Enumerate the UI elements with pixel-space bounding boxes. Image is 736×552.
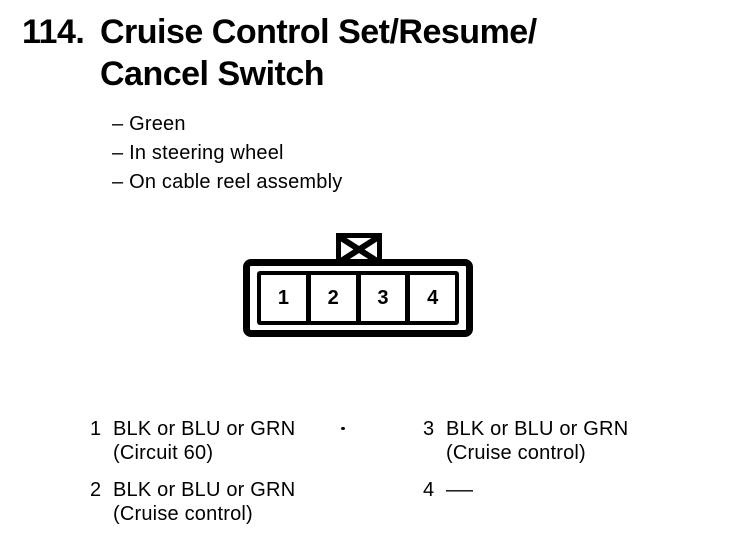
pin-number: 4 (427, 286, 439, 309)
note-color: – Green (112, 113, 186, 135)
legend-pin-number: 4 (423, 479, 435, 501)
pin-number: 1 (277, 286, 289, 309)
pin-cavity-4: 4 (410, 275, 455, 321)
legend-pin-description: BLK or BLU or GRN (Cruise control) (113, 478, 295, 526)
legend-pin-number: 1 (90, 418, 102, 440)
legend-circuit: (Cruise control) (113, 503, 253, 525)
note-mounting: – On cable reel assembly (112, 171, 343, 193)
connector-pin-row: 1 2 3 4 (257, 271, 459, 325)
scan-speck (341, 427, 345, 430)
legend-wire-colors: BLK or BLU or GRN (446, 418, 629, 440)
legend-wire-colors: BLK or BLU or GRN (113, 479, 296, 501)
connector-body: 1 2 3 4 (243, 259, 473, 337)
pin-cavity-1: 1 (261, 275, 306, 321)
pin-cavity-2: 2 (310, 275, 356, 321)
legend-item-pin-1: 1 BLK or BLU or GRN (Circuit 60) (90, 417, 295, 465)
legend-pin-description: BLK or BLU or GRN (Circuit 60) (113, 417, 295, 465)
x-mark-icon (341, 238, 377, 261)
legend-pin-number: 2 (90, 479, 102, 501)
legend-circuit: (Cruise control) (446, 442, 586, 464)
legend-circuit: (Circuit 60) (113, 442, 214, 464)
legend-pin-description: — (446, 478, 473, 502)
pin-number: 2 (327, 286, 339, 309)
legend-item-pin-3: 3 BLK or BLU or GRN (Cruise control) (423, 417, 628, 465)
note-location: – In steering wheel (112, 142, 284, 164)
legend-wire-colors: BLK or BLU or GRN (113, 418, 296, 440)
legend-pin-number: 3 (423, 418, 435, 440)
page-title-line-2: Cancel Switch (100, 55, 325, 93)
pin-legend-left: 1 BLK or BLU or GRN (Circuit 60) 2 BLK o… (90, 417, 295, 539)
page-title-line-1: Cruise Control Set/Resume/ (100, 13, 537, 51)
legend-item-pin-4: 4 — (423, 478, 628, 502)
legend-pin-description: BLK or BLU or GRN (Cruise control) (446, 417, 628, 465)
legend-item-pin-2: 2 BLK or BLU or GRN (Cruise control) (90, 478, 295, 526)
pin-legend-right: 3 BLK or BLU or GRN (Cruise control) 4 — (423, 417, 628, 515)
section-number: 114. (22, 13, 85, 51)
legend-no-connection-dash: — (446, 479, 474, 501)
pin-cavity-3: 3 (360, 275, 406, 321)
page-title: Cruise Control Set/Resume/ Cancel Switch (100, 11, 537, 95)
pin-number: 3 (377, 286, 389, 309)
connector-keying-tab-icon (336, 233, 382, 266)
component-notes: – Green – In steering wheel – On cable r… (112, 110, 342, 197)
